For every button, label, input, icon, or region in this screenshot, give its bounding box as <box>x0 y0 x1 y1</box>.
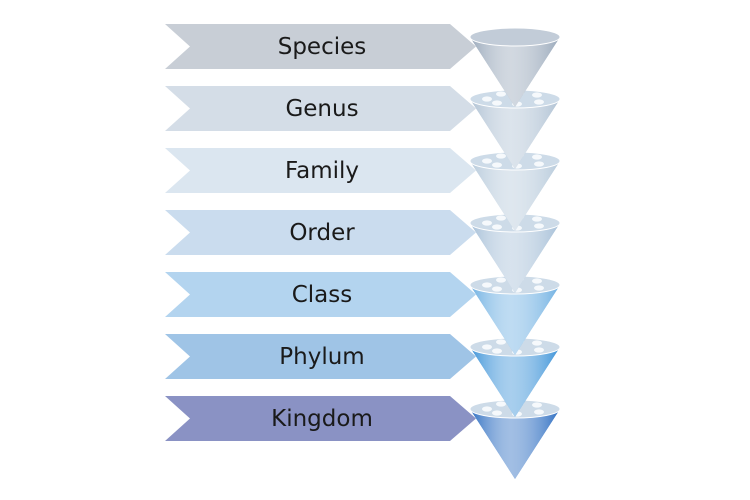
cone-hole <box>482 158 492 164</box>
banner-shape-order <box>165 210 476 255</box>
cone-hole <box>496 215 506 221</box>
cone-species <box>469 27 561 107</box>
banner-label-class: Class <box>292 282 353 308</box>
cone-hole <box>534 347 544 353</box>
cone-hole <box>534 409 544 415</box>
cone-hole <box>496 153 506 159</box>
banner-label-phylum: Phylum <box>279 344 364 370</box>
cone-hole <box>492 410 502 416</box>
banner-label-genus: Genus <box>285 96 358 122</box>
cone-hole <box>534 285 544 291</box>
banner-phylum: Phylum <box>165 334 476 379</box>
cone-hole <box>534 161 544 167</box>
cone-shine-family <box>470 161 560 231</box>
banner-shape-family <box>165 148 476 193</box>
banner-shape-species <box>165 24 476 69</box>
cone-hole <box>482 344 492 350</box>
banner-label-species: Species <box>278 34 367 60</box>
cone-hole <box>534 223 544 229</box>
banner-family: Family <box>165 148 476 193</box>
banner-class: Class <box>165 272 476 317</box>
banner-label-kingdom: Kingdom <box>271 406 373 432</box>
banner-order: Order <box>165 210 476 255</box>
cone-rim-species <box>469 27 561 47</box>
cone-hole <box>532 402 542 408</box>
banner-kingdom: Kingdom <box>165 396 476 441</box>
cone-hole <box>482 96 492 102</box>
cone-hole <box>492 162 502 168</box>
cone-hole <box>492 286 502 292</box>
cone-class <box>469 275 561 355</box>
banner-shape-genus <box>165 86 476 131</box>
cone-hole <box>532 340 542 346</box>
banner-shape-class <box>165 272 476 317</box>
banner-group: SpeciesGenusFamilyOrderClassPhylumKingdo… <box>165 24 476 441</box>
banner-label-order: Order <box>289 220 355 246</box>
cone-shine-order <box>470 223 560 293</box>
cone-shine-class <box>470 285 560 355</box>
banner-shape-kingdom <box>165 396 476 441</box>
cone-hole <box>496 91 506 97</box>
cone-family <box>469 151 561 231</box>
banner-genus: Genus <box>165 86 476 131</box>
cone-shine-genus <box>470 99 560 169</box>
cone-shine-phylum <box>470 347 560 417</box>
cone-hole <box>532 278 542 284</box>
banner-label-family: Family <box>285 158 359 184</box>
cone-hole <box>492 348 502 354</box>
cone-hole <box>482 406 492 412</box>
cone-hole <box>534 99 544 105</box>
banner-shape-phylum <box>165 334 476 379</box>
cone-hole <box>496 339 506 345</box>
cone-hole <box>496 277 506 283</box>
banner-species: Species <box>165 24 476 69</box>
cone-hole <box>482 220 492 226</box>
cone-hole <box>492 224 502 230</box>
cone-hole <box>492 100 502 106</box>
cone-stack <box>469 27 561 479</box>
cone-hole <box>482 282 492 288</box>
cone-hole <box>532 92 542 98</box>
cone-hole <box>532 154 542 160</box>
cone-hole <box>532 216 542 222</box>
cone-genus <box>469 89 561 169</box>
cone-hole <box>496 401 506 407</box>
cone-shine-species <box>470 37 560 107</box>
cone-shine-kingdom <box>470 409 560 479</box>
